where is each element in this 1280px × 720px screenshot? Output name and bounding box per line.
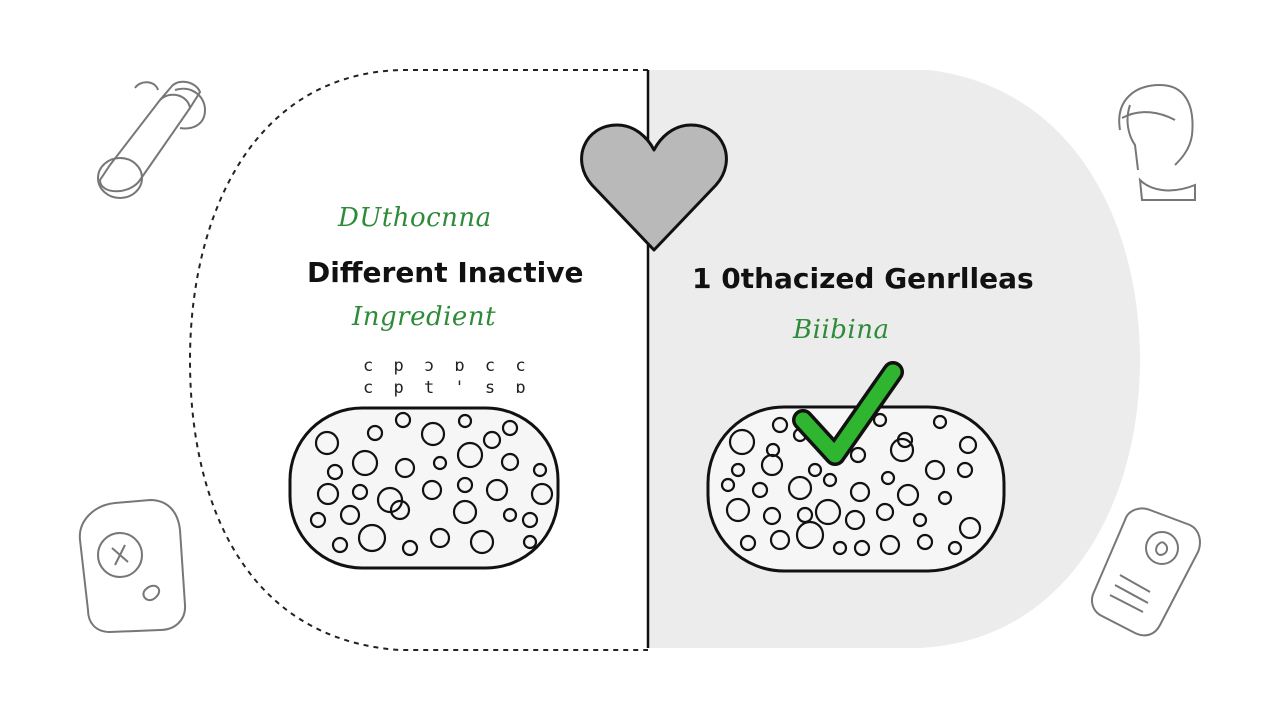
- particle-circle: [958, 516, 982, 540]
- particle-circle: [500, 452, 520, 472]
- particle-circle: [339, 504, 361, 526]
- particle-circle: [769, 529, 791, 551]
- particle-circle: [432, 455, 448, 471]
- pill-bottle-icon: [97, 80, 207, 199]
- particle-circle: [728, 428, 756, 456]
- particle-circle: [420, 421, 446, 447]
- particle-circle: [521, 511, 539, 529]
- particle-circle: [725, 497, 751, 523]
- particle-circle: [429, 527, 451, 549]
- particle-circle: [787, 475, 813, 501]
- heart-icon: [580, 123, 728, 252]
- particle-circle: [889, 437, 915, 463]
- particle-circle: [452, 499, 478, 525]
- left-panel-dashed-outline: [188, 69, 648, 651]
- particle-circle: [932, 414, 948, 430]
- particle-circle: [351, 483, 369, 501]
- particle-circle: [807, 462, 823, 478]
- particle-circle: [366, 424, 384, 442]
- particle-circle: [730, 462, 746, 478]
- particle-circle: [958, 435, 978, 455]
- particle-circle: [844, 509, 866, 531]
- particle-circle: [872, 412, 888, 428]
- particle-circle: [853, 539, 871, 557]
- particle-circle: [849, 481, 871, 503]
- particle-circle: [530, 482, 554, 506]
- particle-circle: [421, 479, 443, 501]
- particle-circle: [822, 472, 838, 488]
- particle-circle: [532, 462, 548, 478]
- particle-circle: [502, 507, 518, 523]
- particle-circle: [947, 540, 963, 556]
- particle-circle: [916, 533, 934, 551]
- left-scribble-line-2: c p t ' s ɒ: [363, 378, 531, 398]
- person-head-icon: [1118, 83, 1196, 201]
- particle-circle: [739, 534, 757, 552]
- particle-circle: [912, 512, 928, 528]
- right-handwritten: Biibina: [793, 315, 890, 345]
- particle-circle: [956, 461, 974, 479]
- particle-circle: [326, 463, 344, 481]
- particle-circle: [309, 511, 327, 529]
- particle-circle: [880, 470, 896, 486]
- particle-circle: [720, 477, 736, 493]
- right-title: 1 0thacized Genrlleas: [692, 262, 1034, 295]
- particle-circle: [896, 483, 920, 507]
- particle-circle: [849, 446, 867, 464]
- pill-packet-left-icon: [78, 498, 187, 634]
- particle-circle: [469, 529, 495, 555]
- particle-circle: [394, 411, 412, 429]
- pill-packet-right-icon: [1091, 507, 1201, 637]
- left-title: Different Inactive: [307, 256, 584, 289]
- particle-circle: [394, 457, 416, 479]
- particle-circle: [937, 490, 953, 506]
- particle-circle: [751, 481, 769, 499]
- particle-circle: [314, 430, 340, 456]
- particle-circle: [331, 536, 349, 554]
- particle-circle: [401, 539, 419, 557]
- particle-circle: [771, 416, 789, 434]
- particle-circle: [485, 478, 509, 502]
- left-tablet-particles: [309, 411, 554, 557]
- particle-circle: [832, 540, 848, 556]
- left-handwritten-top: DUthocnna: [338, 203, 492, 233]
- particle-circle: [376, 486, 404, 514]
- particle-circle: [456, 476, 474, 494]
- particle-circle: [357, 523, 387, 553]
- particle-circle: [351, 449, 379, 477]
- left-handwritten-bottom: Ingredient: [352, 302, 497, 332]
- particle-circle: [501, 419, 519, 437]
- particle-circle: [456, 441, 484, 469]
- particle-circle: [482, 430, 502, 450]
- particle-circle: [879, 534, 901, 556]
- particle-circle: [924, 459, 946, 481]
- checkmark-fill: [795, 364, 901, 463]
- particle-circle: [316, 482, 340, 506]
- particle-circle: [795, 520, 825, 550]
- particle-circle: [760, 453, 784, 477]
- particle-circle: [875, 502, 895, 522]
- particle-circle: [457, 413, 473, 429]
- particle-circle: [522, 534, 538, 550]
- particle-circle: [389, 499, 411, 521]
- particle-circle: [814, 498, 842, 526]
- left-scribble-line-1: c p ɔ ɒ c c: [363, 356, 531, 376]
- particle-circle: [762, 506, 782, 526]
